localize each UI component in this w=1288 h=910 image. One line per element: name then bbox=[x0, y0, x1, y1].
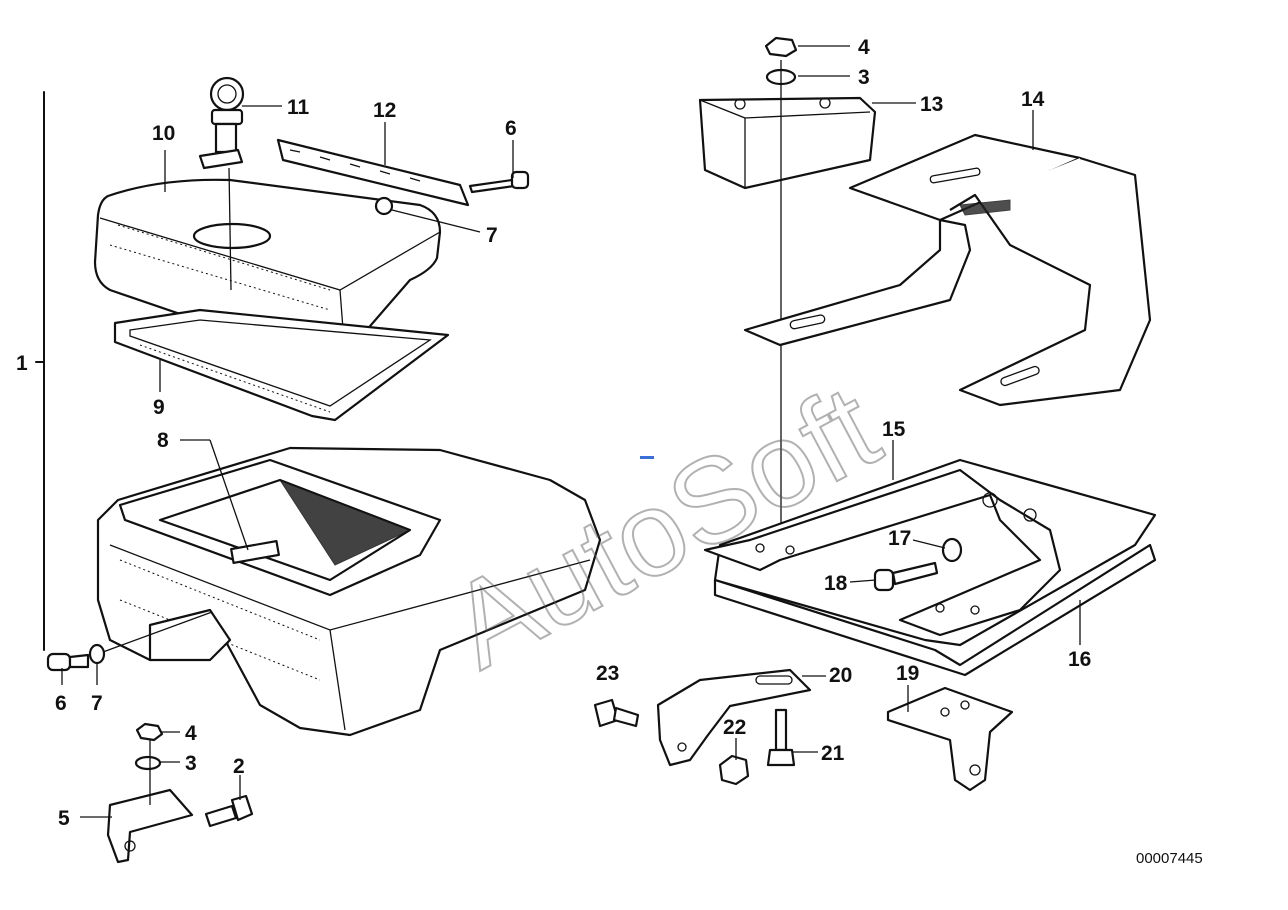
callout-7-bottom: 7 bbox=[91, 692, 103, 715]
callout-11: 11 bbox=[287, 96, 310, 119]
drawing-number: 00007445 bbox=[1136, 850, 1203, 867]
callout-10: 10 bbox=[152, 122, 175, 145]
bracket-part-13 bbox=[698, 60, 877, 560]
washer-part-17 bbox=[941, 537, 963, 563]
callout-20: 20 bbox=[829, 664, 852, 687]
nut-part-4-right bbox=[764, 36, 798, 58]
box-part-8 bbox=[96, 446, 602, 737]
callout-1: 1 bbox=[16, 352, 28, 375]
gasket-part-9 bbox=[113, 308, 450, 422]
bolt-part-21 bbox=[766, 708, 796, 767]
callout-5: 5 bbox=[58, 807, 70, 830]
callout-4-right: 4 bbox=[858, 36, 870, 59]
callout-16: 16 bbox=[1068, 648, 1091, 671]
callout-18: 18 bbox=[824, 572, 848, 595]
bolt-part-23 bbox=[593, 698, 640, 728]
callout-13: 13 bbox=[920, 93, 943, 116]
lock-part-11 bbox=[198, 76, 245, 291]
callout-6-bottom: 6 bbox=[55, 692, 67, 715]
callout-6-top: 6 bbox=[505, 117, 517, 140]
screw-part-18 bbox=[873, 561, 939, 592]
bracket-part-19 bbox=[886, 686, 1014, 792]
bracket-part-5 bbox=[106, 740, 194, 864]
assembly-bracket bbox=[35, 91, 45, 651]
bracket-part-20 bbox=[656, 668, 812, 767]
callout-23: 23 bbox=[596, 662, 619, 685]
screw-part-6-bottom bbox=[46, 611, 213, 672]
callout-8: 8 bbox=[157, 429, 169, 452]
screw-part-6-top bbox=[468, 170, 530, 194]
callout-12: 12 bbox=[373, 99, 396, 122]
callout-9: 9 bbox=[153, 396, 165, 419]
nut-part-22 bbox=[718, 754, 750, 786]
hinge-part-12 bbox=[276, 138, 470, 216]
callout-19: 19 bbox=[896, 662, 919, 685]
leader-lines bbox=[61, 45, 1081, 818]
callout-21: 21 bbox=[821, 742, 845, 765]
callout-4-left: 4 bbox=[185, 722, 197, 745]
base-plate-part-15 bbox=[703, 458, 1157, 677]
nut-part-4-left bbox=[135, 722, 164, 742]
frame-part-14 bbox=[743, 133, 1152, 407]
callout-14: 14 bbox=[1021, 88, 1045, 111]
callout-3-right: 3 bbox=[858, 66, 870, 89]
callout-3-left: 3 bbox=[185, 752, 197, 775]
callout-15: 15 bbox=[882, 418, 906, 441]
callout-22: 22 bbox=[723, 716, 746, 739]
callout-7-top: 7 bbox=[486, 224, 498, 247]
callout-2: 2 bbox=[233, 755, 245, 778]
bolt-part-2 bbox=[204, 794, 254, 828]
callout-17: 17 bbox=[888, 527, 911, 550]
watermark-accent bbox=[640, 456, 654, 459]
washer-part-3-left bbox=[134, 755, 162, 771]
